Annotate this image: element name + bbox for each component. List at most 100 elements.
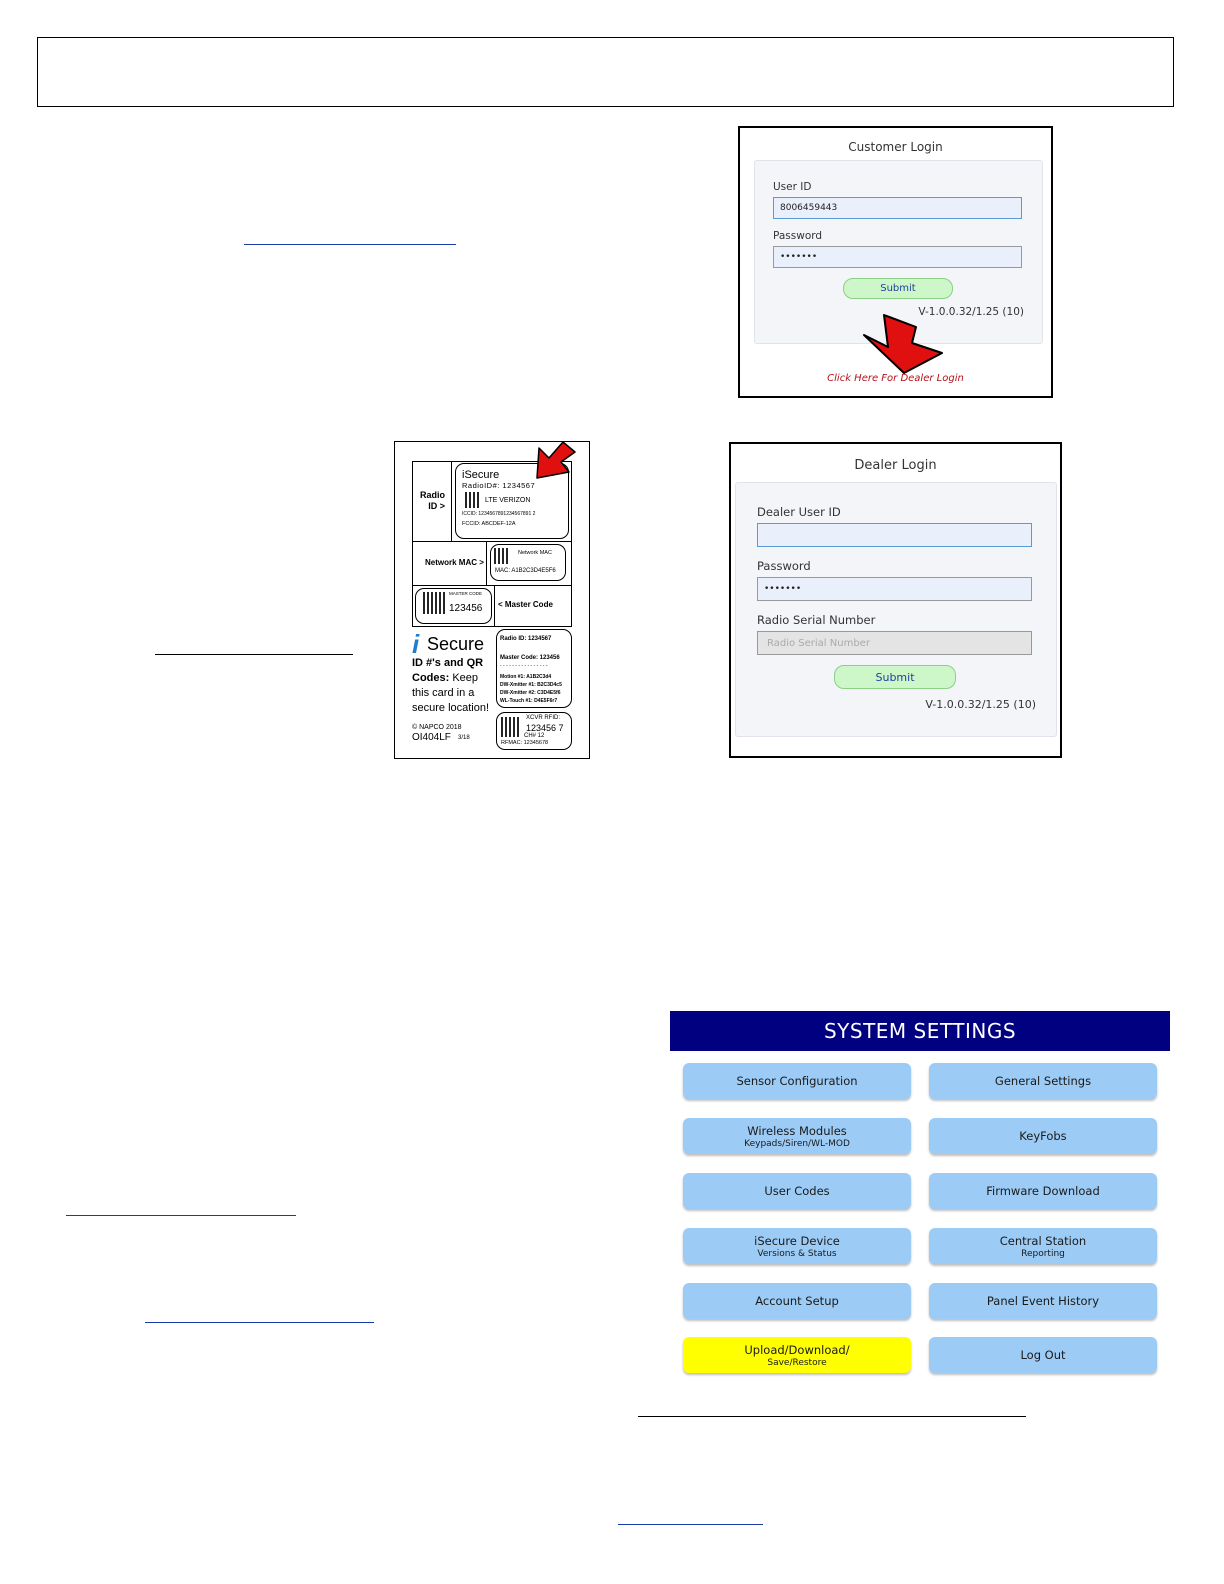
button-label: User Codes xyxy=(764,1184,830,1198)
dealer-user-id-input[interactable] xyxy=(757,523,1032,547)
dealer-password-input[interactable]: ••••••• xyxy=(757,577,1032,601)
dealer-version: V-1.0.0.32/1.25 (10) xyxy=(925,698,1036,711)
log-out-button[interactable]: Log Out xyxy=(929,1337,1157,1373)
account-setup-button[interactable]: Account Setup xyxy=(683,1283,911,1319)
mac-address: MAC: A1B2C3D4E5F6 xyxy=(495,568,556,574)
isecure-logo-i: i xyxy=(412,629,420,659)
network-type: LTE VERIZON xyxy=(485,497,531,504)
iccid: ICCID: 1234567891234567891 2 xyxy=(462,511,536,517)
summary-dw2: DW-Xmitter #2: C3D4E5f6 xyxy=(500,690,561,696)
link-underline-1[interactable] xyxy=(244,244,456,245)
xcvr-label: XCVR RFID: xyxy=(526,715,561,721)
user-id-label: User ID xyxy=(773,181,812,193)
dealer-login-figure: Dealer Login Dealer User ID Password •••… xyxy=(729,442,1062,758)
tagline-line-1: ID #'s and QR xyxy=(412,657,484,669)
link-underline-4[interactable] xyxy=(618,1524,763,1525)
xcvr-channel: CH# 12 xyxy=(524,733,545,739)
qr-code-icon xyxy=(423,592,445,614)
rule-underline-1 xyxy=(155,654,353,655)
qr-code-icon xyxy=(501,717,521,737)
button-label: Panel Event History xyxy=(986,1294,1100,1308)
red-arrow-icon xyxy=(863,314,943,374)
dealer-login-panel: Dealer User ID Password ••••••• Radio Se… xyxy=(735,482,1057,737)
keyfobs-button[interactable]: KeyFobs xyxy=(929,1118,1157,1154)
header-box xyxy=(37,37,1174,107)
button-label: Sensor Configuration xyxy=(736,1074,858,1088)
tagline-line-2: Codes: Keep xyxy=(412,672,478,684)
summary-wl: WL-Touch #1: D4E5F6r7 xyxy=(500,698,558,704)
password-input[interactable]: ••••••• xyxy=(773,246,1022,268)
button-label: Firmware Download xyxy=(986,1184,1100,1198)
radio-serial-label: Radio Serial Number xyxy=(757,613,876,627)
button-label: iSecure Device xyxy=(754,1233,840,1248)
general-settings-button[interactable]: General Settings xyxy=(929,1063,1157,1099)
button-label: Account Setup xyxy=(755,1294,839,1308)
radio-id-label: Radio ID > xyxy=(420,490,446,511)
xcvr-rfmac: RFMAC: 12345678 xyxy=(501,740,549,746)
button-label: General Settings xyxy=(994,1074,1092,1088)
summary-motion: Motion #1: A1B2C3d4 xyxy=(500,674,552,680)
firmware-download-button[interactable]: Firmware Download xyxy=(929,1173,1157,1209)
customer-submit-button[interactable]: Submit xyxy=(843,278,953,299)
network-mac-label: Network MAC > xyxy=(425,558,484,567)
user-id-input[interactable]: 8006459443 xyxy=(773,197,1022,219)
central-station-button[interactable]: Central Station Reporting xyxy=(929,1228,1157,1264)
button-label: Wireless Modules xyxy=(747,1123,847,1138)
customer-login-panel: User ID 8006459443 Password ••••••• Subm… xyxy=(754,160,1043,344)
button-label: Log Out xyxy=(1020,1348,1066,1362)
customer-login-figure: Customer Login User ID 8006459443 Passwo… xyxy=(738,126,1053,398)
summary-box xyxy=(496,629,572,708)
button-label: Upload/Download/ xyxy=(744,1342,850,1357)
summary-dashes: - - - - - - - - - - - - - - - - xyxy=(500,663,548,669)
tagline-keep: Keep xyxy=(449,672,479,684)
master-code-title: MASTER CODE xyxy=(449,591,483,596)
button-label: Central Station xyxy=(999,1233,1087,1248)
wireless-modules-button[interactable]: Wireless Modules Keypads/Siren/WL-MOD xyxy=(683,1118,911,1154)
panel-event-history-button[interactable]: Panel Event History xyxy=(929,1283,1157,1319)
upload-download-button[interactable]: Upload/Download/ Save/Restore xyxy=(683,1337,911,1373)
tagline-line-4: secure location! xyxy=(412,702,490,714)
master-code-value: 123456 xyxy=(449,603,483,614)
tagline-bold: Codes: xyxy=(412,672,450,684)
master-code-label: < Master Code xyxy=(498,600,553,609)
summary-radio-id: Radio ID: 1234567 xyxy=(500,636,552,642)
button-label: KeyFobs xyxy=(1019,1129,1067,1143)
isecure-id-card: Radio ID > iSecure RadioID#: 1234567 LTE… xyxy=(394,441,590,759)
dealer-login-title: Dealer Login xyxy=(854,458,937,473)
dealer-user-id-label: Dealer User ID xyxy=(757,505,841,519)
qr-code-icon xyxy=(465,492,481,508)
customer-version: V-1.0.0.32/1.25 (10) xyxy=(918,306,1024,318)
xcvr-value: 123456 7 xyxy=(526,723,564,733)
link-underline-3[interactable] xyxy=(145,1322,374,1323)
rule-underline-2 xyxy=(638,1416,1026,1417)
summary-master-code: Master Code: 123456 xyxy=(500,655,560,661)
radio-serial-input[interactable]: Radio Serial Number xyxy=(757,631,1032,655)
button-sublabel: Versions & Status xyxy=(757,1248,837,1259)
fccid: FCCID: ABCDEF-12A xyxy=(462,521,516,527)
customer-login-title: Customer Login xyxy=(848,140,943,154)
part-number: OI404LF xyxy=(412,732,451,743)
button-sublabel: Save/Restore xyxy=(767,1357,827,1368)
qr-code-icon xyxy=(494,548,510,564)
part-date: 3/18 xyxy=(458,735,470,741)
isecure-logo-text: Secure xyxy=(427,634,485,654)
isecure-device-button[interactable]: iSecure Device Versions & Status xyxy=(683,1228,911,1264)
red-arrow-icon xyxy=(536,442,576,479)
network-mac-title: Network MAC xyxy=(518,550,552,556)
copyright: © NAPCO 2018 xyxy=(412,724,462,731)
sensor-configuration-button[interactable]: Sensor Configuration xyxy=(683,1063,911,1099)
master-code-label-cell xyxy=(494,585,572,627)
radio-id-number: RadioID#: 1234567 xyxy=(462,481,536,490)
dealer-login-link[interactable]: Click Here For Dealer Login xyxy=(827,373,964,384)
user-codes-button[interactable]: User Codes xyxy=(683,1173,911,1209)
button-sublabel: Keypads/Siren/WL-MOD xyxy=(744,1138,850,1149)
link-underline-2[interactable] xyxy=(66,1215,296,1216)
dealer-submit-button[interactable]: Submit xyxy=(834,665,956,689)
password-label: Password xyxy=(773,230,823,242)
summary-dw1: DW-Xmitter #1: B2C3D4c5 xyxy=(500,682,562,688)
button-sublabel: Reporting xyxy=(1021,1248,1065,1259)
radio-brand: iSecure xyxy=(462,469,500,481)
system-settings-title: SYSTEM SETTINGS xyxy=(670,1011,1170,1051)
dealer-password-label: Password xyxy=(757,559,811,573)
tagline-line-3: this card in a xyxy=(412,687,475,699)
